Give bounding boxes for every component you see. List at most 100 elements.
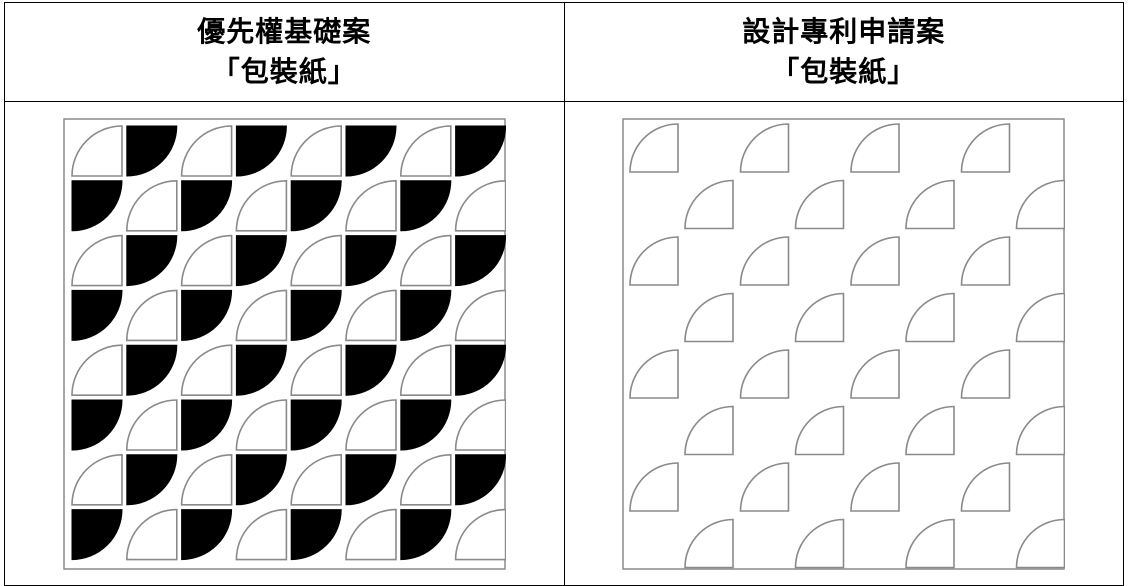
black-quarter-circle — [180, 399, 232, 451]
white-quarter-circle — [235, 398, 287, 451]
white-quarter-circle — [454, 179, 506, 232]
white-quarter-circle — [399, 234, 452, 286]
wrapping-paper-pattern-priority — [63, 117, 506, 570]
white-quarter-circle — [70, 124, 123, 177]
black-quarter-circle — [345, 344, 397, 396]
heading-design-subtitle: 「包裝紙」 — [771, 55, 917, 88]
outlined-quarter-circle — [629, 122, 680, 173]
outlined-quarter-circle — [794, 292, 845, 342]
outlined-quarter-circle — [629, 348, 680, 399]
outlined-quarter-circle — [794, 518, 845, 568]
black-quarter-circle — [454, 234, 506, 286]
outlined-quarter-circle — [850, 461, 901, 512]
outlined-quarter-circle — [850, 122, 901, 173]
white-quarter-circle — [180, 453, 233, 506]
outlined-quarter-circle — [629, 461, 680, 512]
outlined-quarter-circle — [905, 405, 956, 455]
black-quarter-circle — [235, 453, 287, 505]
white-quarter-circle — [125, 289, 178, 341]
black-quarter-circle — [345, 453, 397, 505]
white-quarter-circle — [180, 124, 233, 177]
outlined-quarter-circle — [1015, 405, 1066, 455]
black-quarter-circle — [290, 399, 342, 451]
black-quarter-circle — [454, 344, 506, 396]
header-cell-design: 設計專利申請案 「包裝紙」 — [563, 2, 1124, 102]
outlined-quarter-circle — [739, 235, 790, 286]
black-quarter-circle — [71, 399, 123, 451]
white-quarter-circle — [180, 343, 233, 396]
white-quarter-circle — [454, 398, 506, 451]
outlined-quarter-circle — [629, 235, 680, 286]
white-quarter-circle — [290, 234, 342, 286]
white-quarter-circle — [290, 453, 342, 506]
white-quarter-circle — [125, 398, 178, 451]
white-quarter-circle — [344, 179, 397, 232]
black-quarter-circle — [71, 179, 123, 231]
outlined-quarter-circle — [684, 292, 735, 342]
black-quarter-circle — [71, 289, 123, 341]
outlined-quarter-circle — [960, 461, 1011, 512]
outlined-quarter-circle — [905, 518, 956, 568]
outlined-quarter-circle — [905, 292, 956, 342]
black-quarter-circle — [400, 289, 452, 341]
outlined-quarter-circle — [1015, 518, 1066, 568]
outlined-quarter-circle — [1015, 292, 1066, 342]
black-quarter-circle — [235, 234, 287, 286]
white-quarter-circle — [344, 398, 397, 451]
black-quarter-circle — [400, 399, 452, 451]
white-quarter-circle — [125, 179, 178, 232]
outlined-quarter-circle — [684, 518, 735, 568]
black-quarter-circle — [235, 344, 287, 396]
outlined-quarter-circle — [794, 405, 845, 455]
outlined-quarter-circle — [850, 235, 901, 286]
white-quarter-circle — [399, 453, 452, 506]
black-quarter-circle — [180, 508, 232, 560]
white-quarter-circle — [454, 289, 506, 341]
black-quarter-circle — [400, 179, 452, 231]
outlined-quarter-circle — [1015, 179, 1066, 229]
wrapping-paper-pattern-design — [622, 117, 1066, 570]
outlined-quarter-circle — [739, 461, 790, 512]
white-quarter-circle — [399, 343, 452, 396]
outlined-quarter-circle — [739, 122, 790, 173]
outlined-quarter-circle — [794, 179, 845, 229]
black-quarter-circle — [400, 508, 452, 560]
black-quarter-circle — [126, 125, 178, 177]
white-quarter-circle — [290, 124, 342, 177]
black-quarter-circle — [180, 179, 232, 231]
black-quarter-circle — [290, 508, 342, 560]
white-quarter-circle — [70, 234, 123, 286]
outlined-quarter-circle — [684, 405, 735, 455]
white-quarter-circle — [344, 508, 397, 560]
black-quarter-circle — [71, 508, 123, 560]
black-quarter-circle — [345, 234, 397, 286]
black-quarter-circle — [454, 125, 506, 177]
outlined-quarter-circle — [739, 348, 790, 399]
white-quarter-circle — [399, 124, 452, 177]
outlined-quarter-circle — [960, 122, 1011, 173]
pattern-cell-design — [563, 101, 1124, 586]
heading-priority-subtitle: 「包裝紙」 — [211, 55, 357, 88]
heading-priority-title: 優先權基礎案 — [197, 15, 372, 48]
black-quarter-circle — [290, 179, 342, 231]
outlined-quarter-circle — [684, 179, 735, 229]
heading-design-title: 設計專利申請案 — [742, 15, 946, 48]
white-quarter-circle — [70, 343, 123, 396]
white-quarter-circle — [180, 234, 233, 286]
black-quarter-circle — [126, 453, 178, 505]
white-quarter-circle — [125, 508, 178, 560]
white-quarter-circle — [235, 508, 287, 560]
outlined-quarter-circle — [960, 235, 1011, 286]
outlined-quarter-circle — [960, 348, 1011, 399]
header-cell-priority: 優先權基礎案 「包裝紙」 — [4, 2, 565, 102]
white-quarter-circle — [235, 289, 287, 341]
white-quarter-circle — [70, 453, 123, 506]
white-quarter-circle — [290, 343, 342, 396]
black-quarter-circle — [235, 125, 287, 177]
white-quarter-circle — [454, 508, 506, 560]
black-quarter-circle — [290, 289, 342, 341]
white-quarter-circle — [235, 179, 287, 232]
black-quarter-circle — [345, 125, 397, 177]
outlined-quarter-circle — [850, 348, 901, 399]
black-quarter-circle — [126, 234, 178, 286]
